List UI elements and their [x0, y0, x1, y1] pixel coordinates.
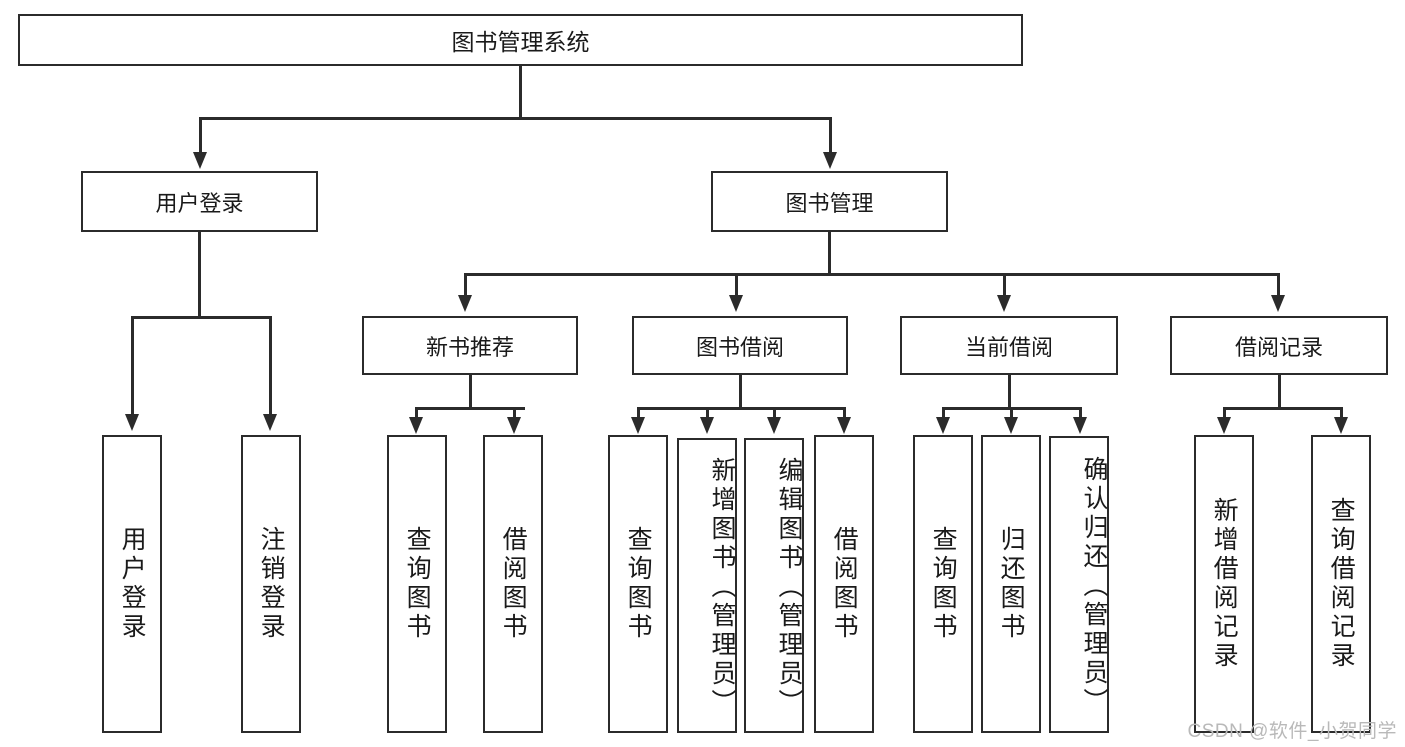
node-book-borrow-label: 图书借阅 [695, 334, 784, 360]
connector-nbr-to-leaf1 [415, 407, 418, 419]
connector-nbr-bus [415, 407, 525, 410]
node-root[interactable]: 图书管理系统 [18, 14, 1023, 66]
node-leaf-borrow-book-1-label: 借阅图书 [499, 526, 528, 642]
node-user-login[interactable]: 用户登录 [81, 171, 318, 232]
connector-bm-to-book-borrow [735, 273, 738, 297]
node-leaf-user-login[interactable]: 用户登录 [102, 435, 162, 733]
node-leaf-query-record-label: 查询借阅记录 [1327, 497, 1356, 671]
node-leaf-add-book-label: 新增图书（管理员） [708, 457, 736, 718]
arrow-cb-to-leaf3 [1073, 417, 1087, 434]
connector-bb-bus [637, 407, 845, 410]
node-leaf-return-book-label: 归还图书 [997, 526, 1026, 642]
connector-bm-to-new-book-rec [464, 273, 467, 297]
arrow-cb-to-leaf2 [1004, 417, 1018, 434]
node-leaf-borrow-book-1[interactable]: 借阅图书 [483, 435, 543, 733]
node-leaf-confirm-return[interactable]: 确认归还（管理员） [1049, 436, 1109, 733]
connector-br-to-leaf2 [1340, 407, 1343, 419]
node-leaf-add-record[interactable]: 新增借阅记录 [1194, 435, 1254, 733]
node-current-borrow-label: 当前借阅 [964, 334, 1053, 360]
arrow-cb-to-leaf1 [936, 417, 950, 434]
node-leaf-query-record[interactable]: 查询借阅记录 [1311, 435, 1371, 733]
arrow-bb-to-leaf1 [631, 417, 645, 434]
connector-book-manage-stem [828, 232, 831, 275]
node-leaf-logout[interactable]: 注销登录 [241, 435, 301, 733]
node-leaf-edit-book-label: 编辑图书（管理员） [775, 457, 803, 718]
node-leaf-borrow-book-2-label: 借阅图书 [830, 526, 859, 642]
node-borrow-record[interactable]: 借阅记录 [1170, 316, 1388, 375]
node-leaf-confirm-return-label: 确认归还（管理员） [1080, 456, 1108, 717]
connector-root-stem [519, 66, 522, 118]
connector-cb-to-leaf2 [1010, 407, 1013, 419]
arrow-user-login-to-leaf2 [263, 414, 277, 431]
node-leaf-add-record-label: 新增借阅记录 [1210, 497, 1239, 671]
arrow-bm-to-current-borrow [997, 295, 1011, 312]
arrow-user-login-to-leaf1 [125, 414, 139, 431]
connector-nbr-to-leaf2 [513, 407, 516, 419]
arrow-bm-to-book-borrow [729, 295, 743, 312]
arrow-bb-to-leaf3 [767, 417, 781, 434]
connector-bm-to-borrow-record [1277, 273, 1280, 297]
node-leaf-query-book-2[interactable]: 查询图书 [608, 435, 668, 733]
node-leaf-user-login-label: 用户登录 [118, 526, 147, 642]
arrow-br-to-leaf2 [1334, 417, 1348, 434]
node-current-borrow[interactable]: 当前借阅 [900, 316, 1118, 375]
node-new-book-rec[interactable]: 新书推荐 [362, 316, 578, 375]
node-leaf-query-book-3[interactable]: 查询图书 [913, 435, 973, 733]
connector-bb-to-leaf1 [637, 407, 640, 419]
node-leaf-add-book[interactable]: 新增图书（管理员） [677, 438, 737, 733]
node-user-login-label: 用户登录 [155, 190, 244, 216]
connector-user-login-to-leaf1 [131, 316, 134, 416]
connector-bb-stem [739, 375, 742, 409]
connector-bb-to-leaf4 [843, 407, 846, 419]
node-leaf-return-book[interactable]: 归还图书 [981, 435, 1041, 733]
connector-bb-to-leaf3 [773, 407, 776, 419]
connector-br-to-leaf1 [1223, 407, 1226, 419]
connector-root-to-user-login [199, 117, 202, 154]
connector-cb-to-leaf1 [942, 407, 945, 419]
node-book-manage-label: 图书管理 [785, 190, 874, 216]
csdn-watermark: CSDN @软件_小贺同学 [1187, 721, 1397, 742]
connector-cb-to-leaf3 [1079, 407, 1082, 419]
connector-root-bus [199, 117, 831, 120]
connector-bm-to-current-borrow [1003, 273, 1006, 297]
arrow-bb-to-leaf4 [837, 417, 851, 434]
connector-bb-to-leaf2 [706, 407, 709, 419]
connector-cb-stem [1008, 375, 1011, 409]
node-leaf-query-book-3-label: 查询图书 [929, 526, 958, 642]
node-leaf-query-book-1[interactable]: 查询图书 [387, 435, 447, 733]
connector-nbr-stem [469, 375, 472, 409]
node-book-manage[interactable]: 图书管理 [711, 171, 948, 232]
connector-user-login-bus [131, 316, 269, 319]
node-leaf-edit-book[interactable]: 编辑图书（管理员） [744, 438, 804, 733]
node-new-book-rec-label: 新书推荐 [425, 334, 514, 360]
arrow-br-to-leaf1 [1217, 417, 1231, 434]
node-leaf-query-book-2-label: 查询图书 [624, 526, 653, 642]
node-root-label: 图书管理系统 [451, 29, 590, 55]
connector-br-bus [1223, 407, 1342, 410]
connector-user-login-to-leaf2 [269, 316, 272, 416]
arrow-nbr-to-leaf2 [507, 417, 521, 434]
arrow-root-to-user-login [193, 152, 207, 169]
arrow-bm-to-borrow-record [1271, 295, 1285, 312]
node-leaf-borrow-book-2[interactable]: 借阅图书 [814, 435, 874, 733]
connector-user-login-stem [198, 232, 201, 318]
connector-root-to-book-manage [829, 117, 832, 154]
arrow-bb-to-leaf2 [700, 417, 714, 434]
node-leaf-query-book-1-label: 查询图书 [403, 526, 432, 642]
arrow-root-to-book-manage [823, 152, 837, 169]
connector-br-stem [1278, 375, 1281, 409]
connector-book-manage-bus [464, 273, 1277, 276]
node-leaf-logout-label: 注销登录 [257, 526, 286, 642]
node-borrow-record-label: 借阅记录 [1234, 334, 1323, 360]
node-book-borrow[interactable]: 图书借阅 [632, 316, 848, 375]
arrow-bm-to-new-book-rec [458, 295, 472, 312]
arrow-nbr-to-leaf1 [409, 417, 423, 434]
